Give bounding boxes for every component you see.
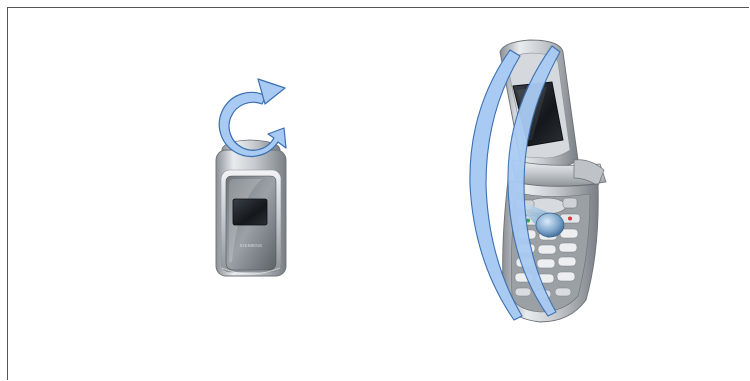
brand-label: SIEMENS xyxy=(240,243,263,248)
closed-phone: SIEMENS xyxy=(216,140,286,276)
joystick-knob xyxy=(536,213,564,237)
